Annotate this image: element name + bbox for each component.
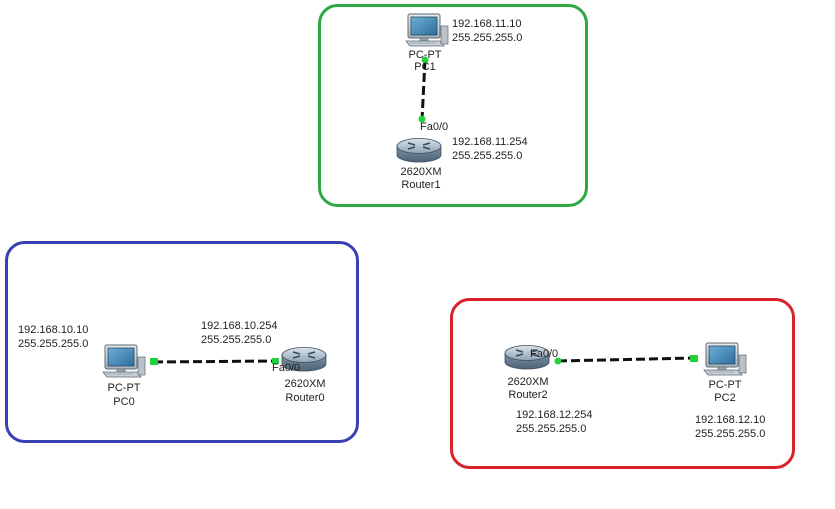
link-pc0-router0[interactable] xyxy=(153,359,277,364)
pc1-model: PC-PT xyxy=(408,49,442,61)
port-light-router0 xyxy=(272,358,279,364)
port-light-pc1 xyxy=(421,56,429,64)
pc1-ip: 192.168.11.10 xyxy=(452,18,522,30)
zone-green-frame xyxy=(318,4,588,207)
pc0-ip: 192.168.10.10 xyxy=(18,324,89,336)
pc1-mask: 255.255.255.0 xyxy=(452,32,523,44)
router0-mask: 255.255.255.0 xyxy=(201,334,272,346)
router1-ip: 192.168.11.254 xyxy=(452,136,528,148)
zone-blue-frame xyxy=(5,241,359,443)
pc2-icon[interactable] xyxy=(703,342,747,376)
router0-model: 2620XM xyxy=(284,378,326,390)
pc0-mask: 255.255.255.0 xyxy=(18,338,89,350)
router1-icon[interactable] xyxy=(396,137,442,163)
pc2-model: PC-PT xyxy=(708,379,742,391)
pc1-icon[interactable] xyxy=(405,13,449,47)
router2-name: Router2 xyxy=(508,389,548,401)
router2-mask: 255.255.255.0 xyxy=(516,423,587,435)
pc2-ip: 192.168.12.10 xyxy=(695,414,766,426)
router2-model: 2620XM xyxy=(507,376,549,388)
router2-ip: 192.168.12.254 xyxy=(516,409,593,421)
router1-mask: 255.255.255.0 xyxy=(452,150,523,162)
pc0-name: PC0 xyxy=(113,396,135,408)
router0-ip: 192.168.10.254 xyxy=(201,320,278,332)
port-light-pc2 xyxy=(690,355,698,362)
router0-port: Fa0/0 xyxy=(272,362,301,374)
link-pc1-router1[interactable] xyxy=(420,59,427,121)
pc0-icon[interactable] xyxy=(102,344,146,378)
pc2-name: PC2 xyxy=(714,392,736,404)
zone-red-frame xyxy=(450,298,795,469)
port-light-pc0 xyxy=(150,358,158,365)
router1-name: Router1 xyxy=(401,179,441,191)
pc1-name: PC1 xyxy=(414,61,436,73)
pc0-model: PC-PT xyxy=(107,382,141,394)
port-light-router1 xyxy=(418,115,426,123)
router1-model: 2620XM xyxy=(400,166,442,178)
port-light-router2 xyxy=(554,357,562,365)
link-router2-pc2[interactable] xyxy=(557,356,695,363)
pc2-mask: 255.255.255.0 xyxy=(695,428,766,440)
router1-port: Fa0/0 xyxy=(420,121,449,133)
router0-name: Router0 xyxy=(285,392,325,404)
router2-port: Fa0/0 xyxy=(530,348,559,360)
